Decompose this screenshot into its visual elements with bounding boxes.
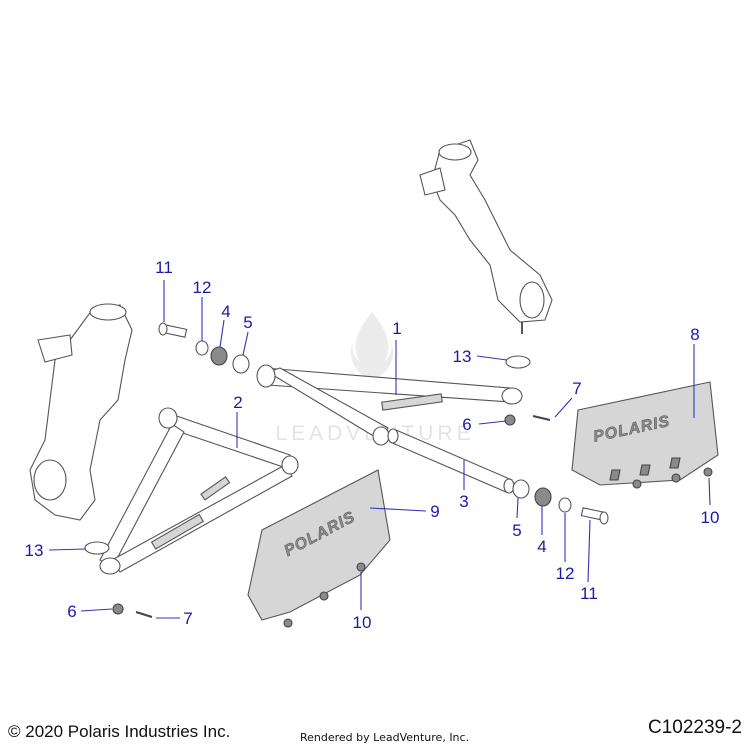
callout-label: 12 <box>193 278 212 297</box>
callout-label: 5 <box>512 521 521 540</box>
callout-label: 7 <box>572 379 581 398</box>
rendered-by-text: Rendered by LeadVenture, Inc. <box>300 731 470 744</box>
callout-label: 11 <box>580 584 598 603</box>
callout-label: 5 <box>243 313 252 332</box>
callout-label: 12 <box>556 564 575 583</box>
callout-label: 4 <box>537 537 546 556</box>
callout-label: 6 <box>67 602 76 621</box>
callout-label: 13 <box>25 541 44 560</box>
callout-label: 10 <box>701 508 720 527</box>
upper-a-arm <box>256 364 523 446</box>
callout-label: 11 <box>155 258 173 277</box>
figure-code: C102239-2 <box>647 717 742 738</box>
callout-label: 3 <box>459 492 468 511</box>
pivot-tube <box>387 428 515 494</box>
callout-label: 13 <box>453 347 472 366</box>
callout-label: 2 <box>233 393 242 412</box>
callout-label: 10 <box>353 613 372 632</box>
cotter-pin-lower <box>135 611 153 618</box>
leader-lines <box>48 280 711 619</box>
steering-knuckle-left <box>29 303 133 521</box>
steering-knuckle-right <box>419 139 553 334</box>
a-arm-guard-right: POLARIS <box>571 381 719 486</box>
bump-stop-upper <box>505 355 531 369</box>
callout-label: 1 <box>392 319 401 338</box>
hardware-lower-right <box>512 479 609 525</box>
guard-nuts <box>283 467 713 628</box>
callout-label: 6 <box>462 415 471 434</box>
hardware-upper-left <box>158 322 250 374</box>
callout-labels: 11 12 4 5 1 2 13 7 6 8 3 9 5 4 12 11 10 … <box>25 258 720 632</box>
grease-fitting-lower <box>112 603 124 615</box>
callout-label: 9 <box>430 502 439 521</box>
cotter-pin-upper <box>532 415 551 421</box>
a-arm-guard-center: POLARIS <box>247 469 391 621</box>
callout-label: 4 <box>221 302 230 321</box>
lower-a-arm <box>99 407 299 575</box>
bump-stop-lower <box>84 541 110 555</box>
callout-label: 8 <box>690 325 699 344</box>
copyright-text: © 2020 Polaris Industries Inc. <box>8 722 231 741</box>
callout-label: 7 <box>183 609 192 628</box>
grease-fitting-upper <box>504 414 516 426</box>
